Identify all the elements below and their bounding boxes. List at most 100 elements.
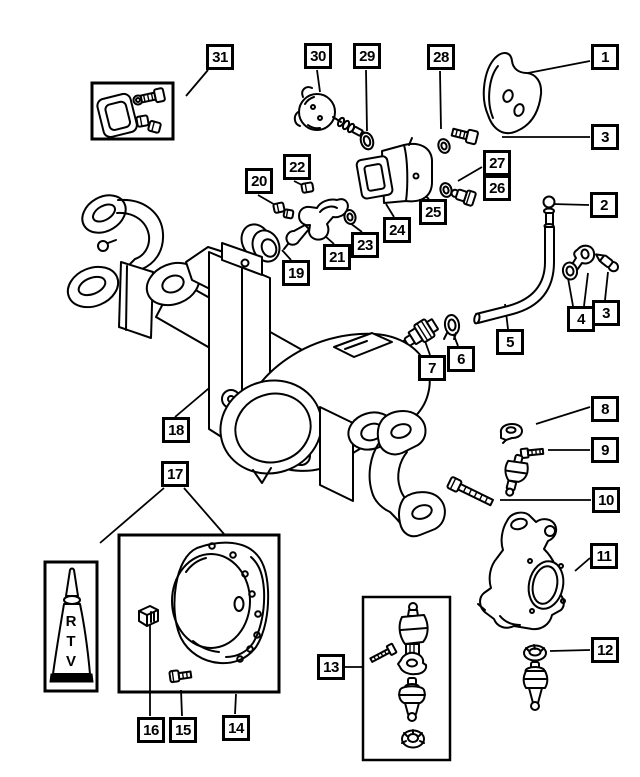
callout-26[interactable]: 26 <box>483 175 511 201</box>
callout-28[interactable]: 28 <box>427 44 455 70</box>
callout-8[interactable]: 8 <box>591 396 619 422</box>
callout-7[interactable]: 7 <box>418 355 446 381</box>
shift-fork-art <box>283 198 349 250</box>
cover-kit-art <box>138 541 270 684</box>
hose-clip-art <box>561 244 596 281</box>
axle-housing-art <box>66 194 446 538</box>
callout-label: 26 <box>489 179 505 197</box>
callout-label: 23 <box>357 236 373 254</box>
callout-29[interactable]: 29 <box>353 43 381 69</box>
callout-21[interactable]: 21 <box>323 244 351 270</box>
callout-label: 14 <box>228 719 244 737</box>
callout-label: 16 <box>143 721 159 739</box>
callout-label: 1 <box>601 48 609 66</box>
oring-23-art <box>343 209 357 225</box>
bracket-art <box>482 52 543 135</box>
callout-label: 29 <box>359 47 375 65</box>
push-fitting-art <box>595 253 620 273</box>
callout-15[interactable]: 15 <box>169 717 197 743</box>
vacuum-motor-art <box>293 86 367 138</box>
callout-label: 12 <box>597 641 613 659</box>
callout-label: 15 <box>175 721 191 739</box>
clamp-art <box>499 423 523 444</box>
callout-label: 10 <box>598 491 614 509</box>
callout-18[interactable]: 18 <box>162 417 190 443</box>
callout-27[interactable]: 27 <box>483 150 511 176</box>
callout-17[interactable]: 17 <box>161 461 189 487</box>
upper-balljoint-art <box>504 453 529 497</box>
shift-housing-art <box>381 137 433 204</box>
vent-fitting-art <box>542 195 556 229</box>
callout-label: 3 <box>601 128 609 146</box>
callout-label: 31 <box>212 48 228 66</box>
rtv-letter-v: V <box>66 653 76 670</box>
callout-4[interactable]: 4 <box>567 306 595 332</box>
callout-23[interactable]: 23 <box>351 232 379 258</box>
balljoint-kit-box <box>361 595 452 762</box>
callout-label: 8 <box>601 400 609 418</box>
callout-19[interactable]: 19 <box>282 260 310 286</box>
callout-6[interactable]: 6 <box>447 346 475 372</box>
callout-5[interactable]: 5 <box>496 329 524 355</box>
callout-9[interactable]: 9 <box>591 437 619 463</box>
balljoint-12-art <box>522 644 549 711</box>
callout-label: 25 <box>425 203 441 221</box>
rtv-box <box>43 560 99 693</box>
callout-label: 11 <box>596 547 612 565</box>
oring-29-art <box>359 131 375 151</box>
callout-13[interactable]: 13 <box>317 654 345 680</box>
callout-label: 24 <box>389 221 405 239</box>
callout-3-top[interactable]: 3 <box>591 124 619 150</box>
callout-12[interactable]: 12 <box>591 637 619 663</box>
callout-label: 4 <box>577 310 585 328</box>
callout-31[interactable]: 31 <box>206 44 234 70</box>
cover-kit-box <box>117 533 281 694</box>
callout-label: 7 <box>428 359 436 377</box>
callout-label: 6 <box>457 350 465 368</box>
gasket-kit-box <box>90 81 175 141</box>
callout-label: 30 <box>310 47 326 65</box>
rtv-letter-r: R <box>66 613 77 630</box>
plug-26-art <box>450 188 477 207</box>
callout-label: 22 <box>289 158 305 176</box>
callout-label: 5 <box>506 333 514 351</box>
callout-3-side[interactable]: 3 <box>592 300 620 326</box>
housing-bolt-art <box>437 127 479 154</box>
callout-20[interactable]: 20 <box>245 168 273 194</box>
callout-22[interactable]: 22 <box>283 154 311 180</box>
callout-label: 28 <box>433 48 449 66</box>
rtv-letter-t: T <box>66 633 75 650</box>
callout-label: 20 <box>251 172 267 190</box>
callout-1[interactable]: 1 <box>591 44 619 70</box>
callout-30[interactable]: 30 <box>304 43 332 69</box>
callout-label: 18 <box>168 421 184 439</box>
callout-label: 27 <box>489 154 505 172</box>
callout-label: 13 <box>323 658 339 676</box>
vent-hose-art <box>473 226 555 325</box>
callout-14[interactable]: 14 <box>222 715 250 741</box>
callout-label: 9 <box>601 441 609 459</box>
callout-25[interactable]: 25 <box>419 199 447 225</box>
small-bolt-art <box>519 447 545 460</box>
callout-label: 21 <box>329 248 345 266</box>
balljoint-kit-art <box>369 602 429 749</box>
group-boxes <box>43 81 452 762</box>
callout-24[interactable]: 24 <box>383 217 411 243</box>
callout-16[interactable]: 16 <box>137 717 165 743</box>
callout-11[interactable]: 11 <box>590 543 618 569</box>
fork-nuts-art <box>272 181 315 220</box>
oring-27-art <box>439 182 453 198</box>
leader-lines <box>99 60 609 717</box>
shift-gasket-art <box>355 155 394 200</box>
steering-knuckle-art <box>477 511 566 631</box>
long-bolt-art <box>446 476 495 507</box>
callout-label: 17 <box>167 465 183 483</box>
shift-bushing-art <box>240 223 281 263</box>
rtv-tube-art: R T V <box>49 567 94 683</box>
callout-2[interactable]: 2 <box>590 192 618 218</box>
callout-label: 2 <box>600 196 608 214</box>
callout-label: 19 <box>288 264 304 282</box>
callout-10[interactable]: 10 <box>592 487 620 513</box>
